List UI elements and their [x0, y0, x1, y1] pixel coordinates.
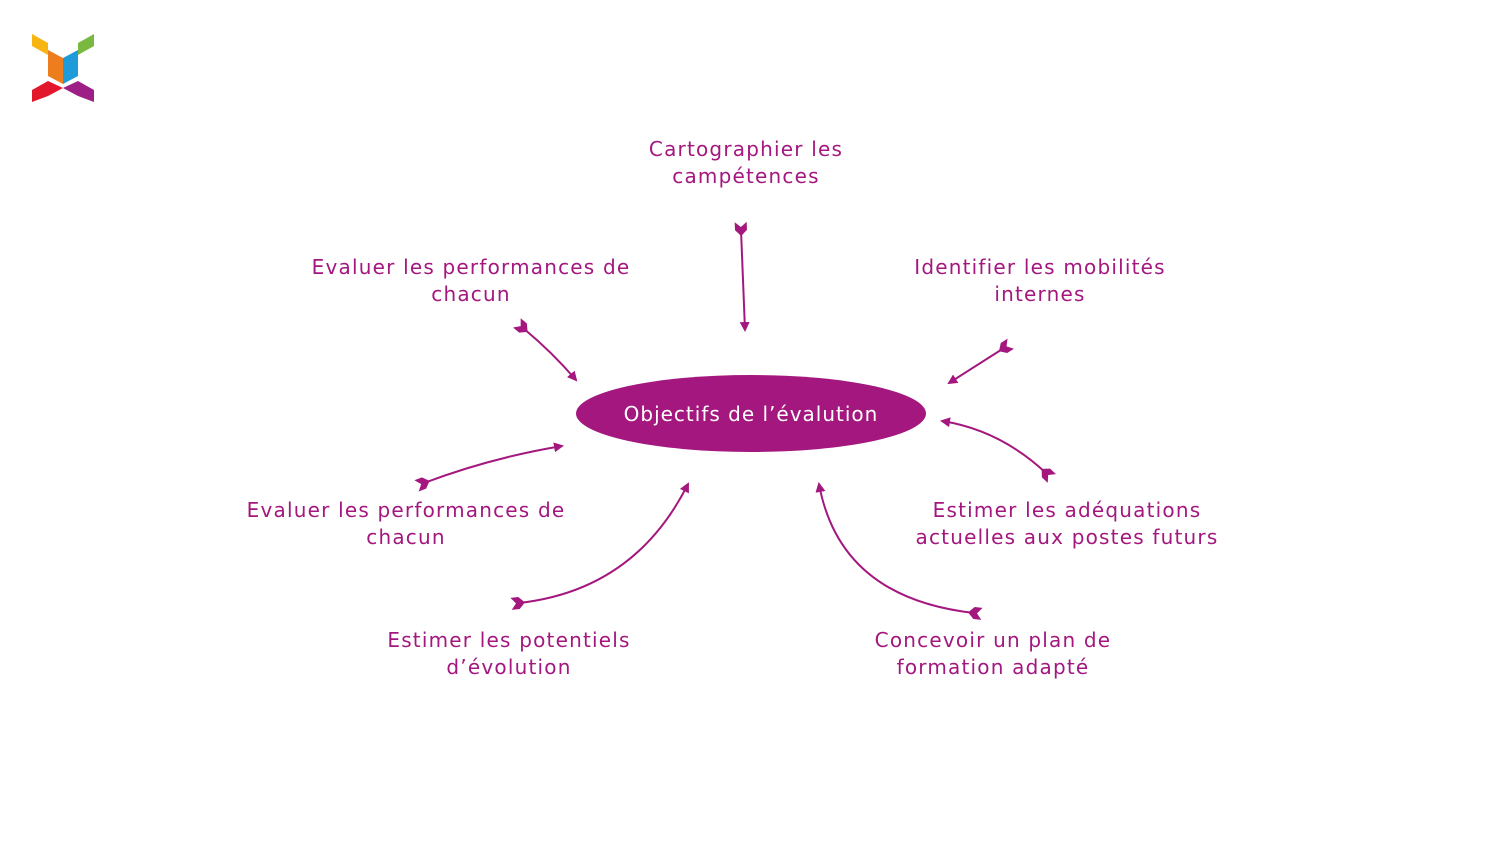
- goal-evaluate-performance-top: Evaluer les performances de chacun: [312, 254, 631, 308]
- arrow-bottom-left: [510, 482, 689, 610]
- logo-orange-piece: [48, 50, 63, 84]
- goal-evaluate-performance-top-line1: Evaluer les performances de: [311, 255, 631, 279]
- goal-training-plan: Concevoir un plan de formation adapté: [875, 627, 1112, 681]
- goal-cartography: Cartographier les campétences: [649, 136, 843, 190]
- arrow-right: [940, 417, 1056, 483]
- arrow-top-left: [513, 318, 578, 382]
- logo-red-piece: [32, 81, 63, 102]
- goal-internal-mobility-line1: Identifier les mobilités: [914, 255, 1166, 279]
- goal-evolution-potential-line2: d’évolution: [446, 655, 572, 679]
- arrow-top: [734, 221, 750, 332]
- central-objective-label: Objectifs de l’évalution: [623, 401, 879, 426]
- goal-cartography-line2: campétences: [672, 164, 820, 188]
- goal-training-plan-line2: formation adapté: [896, 655, 1090, 679]
- goal-adequacy-future-positions-line2: actuelles aux postes futurs: [915, 525, 1219, 549]
- goal-cartography-line1: Cartographier les: [648, 137, 844, 161]
- goal-internal-mobility: Identifier les mobilités internes: [914, 254, 1166, 308]
- goal-internal-mobility-line2: internes: [994, 282, 1086, 306]
- company-logo: [32, 34, 94, 102]
- logo-green-piece: [78, 34, 94, 55]
- goal-evolution-potential-line1: Estimer les potentiels: [387, 628, 631, 652]
- logo-blue-piece: [63, 50, 78, 84]
- central-objective-node: Objectifs de l’évalution: [576, 375, 926, 452]
- arrow-bottom-right: [815, 482, 983, 620]
- goal-evaluate-performance-left-line1: Evaluer les performances de: [246, 498, 566, 522]
- logo-purple-piece: [63, 81, 94, 102]
- goal-adequacy-future-positions-line1: Estimer les adéquations: [932, 498, 1202, 522]
- goal-evaluate-performance-left-line2: chacun: [366, 525, 446, 549]
- goal-evaluate-performance-top-line2: chacun: [431, 282, 511, 306]
- goal-training-plan-line1: Concevoir un plan de: [874, 628, 1112, 652]
- logo-yellow-piece: [32, 34, 48, 55]
- arrow-left: [414, 442, 564, 492]
- arrow-top-right: [947, 338, 1014, 385]
- goal-evolution-potential: Estimer les potentiels d’évolution: [387, 627, 630, 681]
- goal-evaluate-performance-left: Evaluer les performances de chacun: [247, 497, 566, 551]
- goal-adequacy-future-positions: Estimer les adéquations actuelles aux po…: [916, 497, 1219, 551]
